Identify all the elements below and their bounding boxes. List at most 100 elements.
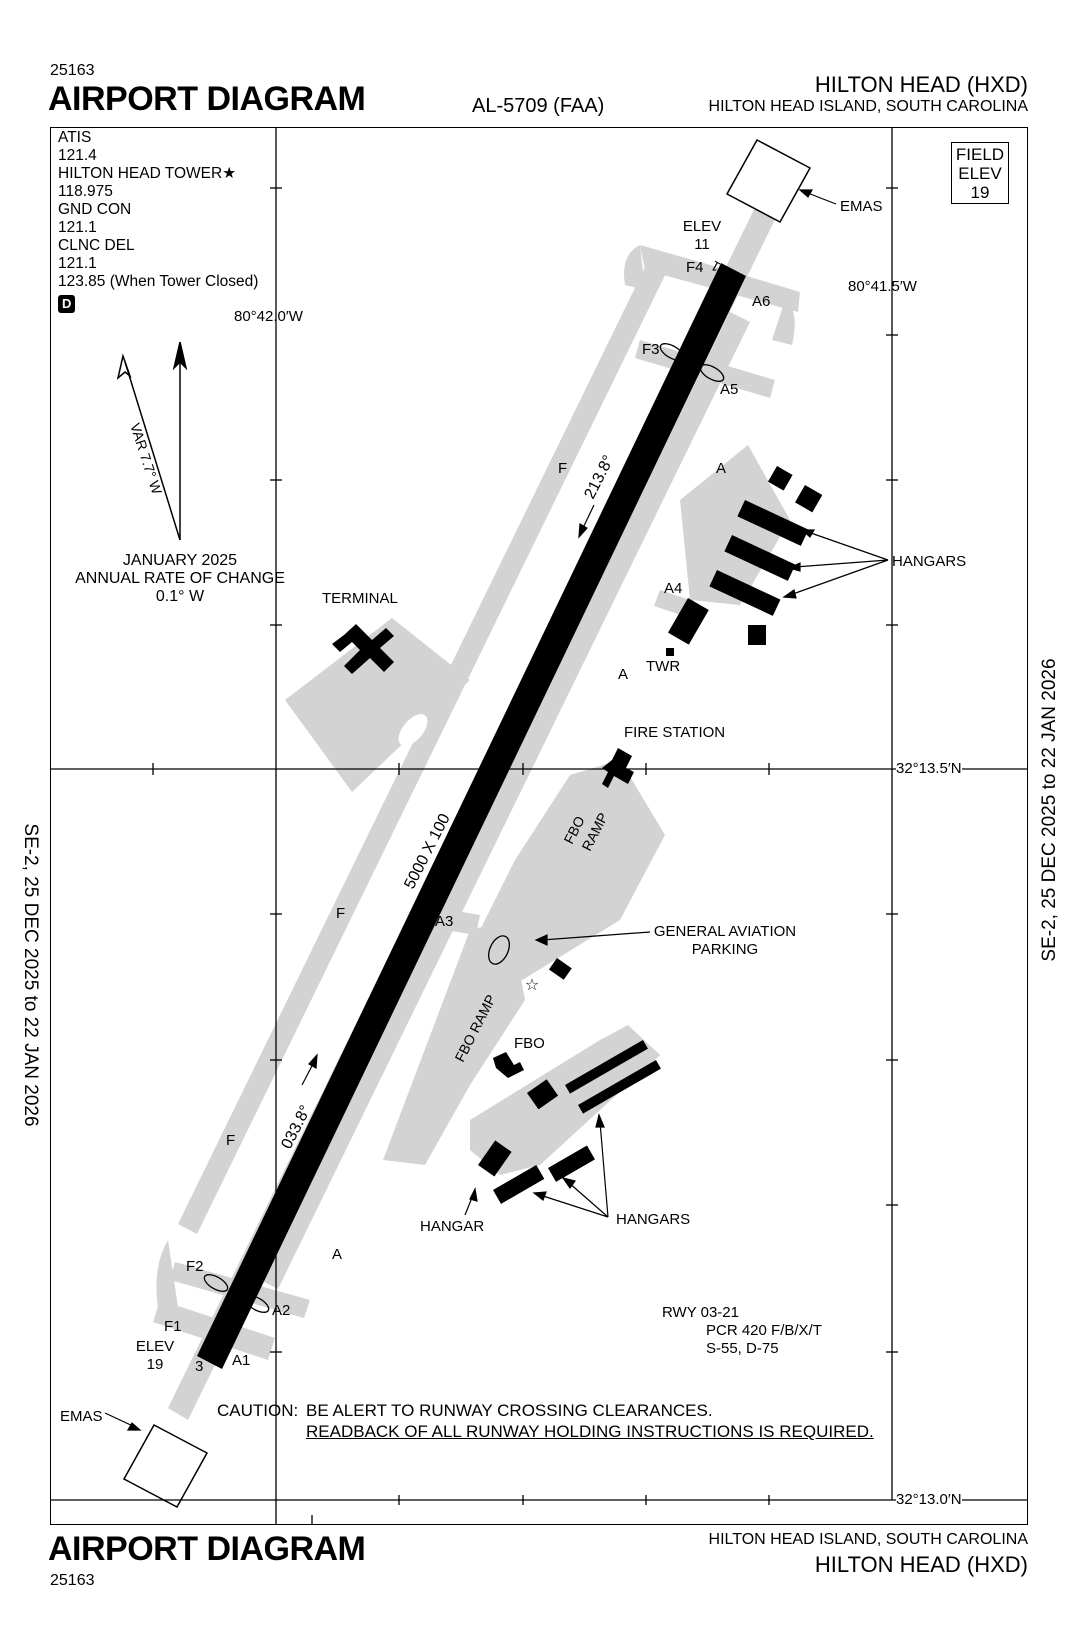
building-n1: [768, 466, 793, 491]
runway-end-3: 3: [195, 1358, 204, 1375]
taxiway-f4-curve: [624, 245, 645, 290]
effective-dates-left: SE-2, 25 DEC 2025 to 22 JAN 2026: [20, 823, 41, 1127]
taxiway-label-a5: A5: [720, 381, 739, 398]
magnetic-north-line: [124, 361, 181, 541]
taxiway-label-a4: A4: [664, 580, 683, 597]
taxiway-f3-a5: [635, 340, 775, 398]
fire-station-building: [602, 748, 634, 788]
hold-a5: [699, 364, 725, 382]
hangar-s4: [493, 1165, 545, 1204]
building-ga: [548, 958, 572, 980]
emas-label-south: EMAS: [60, 1408, 103, 1425]
airport-name-top: HILTON HEAD (HXD): [814, 72, 1028, 97]
hangars-label-north: HANGARS: [892, 553, 967, 570]
epoch-line: ANNUAL RATE OF CHANGE: [75, 570, 285, 587]
hangar-s3: [478, 1140, 512, 1177]
taxiway-label-f1: F1: [164, 1318, 182, 1335]
terminal-island: [398, 714, 428, 746]
runway-end-ne-elev: ELEV 11: [682, 218, 722, 254]
hangar-s1: [565, 1040, 648, 1094]
taxiway-label-a1: A1: [232, 1352, 251, 1369]
pcr-block: RWY 03-21 PCR 420 F/B/X/T S-55, D-75: [662, 1304, 822, 1358]
taxiway-a: [258, 312, 750, 1289]
ga-line: PARKING: [691, 941, 759, 958]
chart-number-top: 25163: [50, 62, 95, 79]
taxiway-label-f4: F4: [686, 259, 704, 276]
freq-line: 121.4: [58, 147, 97, 164]
hangar-n1: [737, 500, 809, 546]
freq-line: 123.85 (When Tower Closed): [58, 273, 259, 290]
taxiway-f1-curve: [156, 1240, 180, 1320]
heading-sw-arrow-icon: [578, 523, 588, 539]
hangars-s-arrow1-icon: [595, 1113, 605, 1128]
hangar-n2: [724, 535, 796, 581]
hangar-label-south: HANGAR: [420, 1218, 485, 1235]
building-sq: [748, 625, 766, 645]
taxiway-a4: [654, 590, 690, 616]
elev-value: 19: [146, 1356, 164, 1373]
terminal-building: [332, 624, 394, 674]
field-elev-value: 19: [970, 183, 990, 202]
ga-parking-label: GENERAL AVIATION PARKING: [640, 923, 810, 959]
epoch-line: 0.1° W: [155, 588, 205, 605]
emas-south-arrow-icon: [126, 1422, 142, 1431]
hold-a2: [244, 1295, 270, 1313]
hangar-s2: [578, 1060, 661, 1114]
effective-dates-right: SE-2, 25 DEC 2025 to 22 JAN 2026: [1039, 658, 1060, 962]
hangars-s-arrow3-icon: [532, 1191, 547, 1201]
fbo-label: FBO: [514, 1035, 545, 1052]
taxiway-label-a-south: A: [332, 1246, 343, 1263]
runway-end-sw-elev: ELEV 19: [135, 1338, 175, 1374]
taxiway-label-f3: F3: [642, 341, 660, 358]
ga-arrow-icon: [534, 934, 548, 946]
epoch-line: JANUARY 2025: [122, 552, 238, 569]
fbo-ramp-south: [383, 920, 525, 1165]
emas-north-arrow-icon: [798, 189, 814, 198]
freq-line: CLNC DEL: [58, 237, 135, 254]
field-elev-line2: ELEV: [958, 164, 1002, 183]
hold-f3: [659, 343, 685, 361]
emas-north: [725, 138, 812, 224]
emas-south: [122, 1423, 209, 1509]
pcr-line: RWY 03-21: [662, 1304, 739, 1321]
emas-label-north: EMAS: [840, 198, 883, 215]
runway-end-21: 21: [708, 258, 730, 280]
hangar-s5: [548, 1145, 595, 1182]
pcr-line: S-55, D-75: [706, 1340, 779, 1357]
elev-label: ELEV: [135, 1338, 175, 1355]
airport-location-top: HILTON HEAD ISLAND, SOUTH CAROLINA: [708, 98, 1028, 115]
elev-label: ELEV: [682, 218, 722, 235]
freq-line: 118.975: [58, 183, 113, 200]
terminal-apron: [285, 618, 470, 792]
diagram-frame: [50, 127, 1028, 1525]
ga-parking-ellipse: [488, 935, 510, 965]
taxiway-label-f-north: F: [558, 460, 568, 477]
south-hangar-apron: [470, 1035, 660, 1175]
runway-03-21: [197, 263, 746, 1369]
elev-value: 11: [694, 236, 710, 253]
magnetic-north-arrow-icon: [116, 353, 132, 381]
taxiway-label-f-mid: F: [336, 905, 346, 922]
procedure-id: AL-5709 (FAA): [472, 95, 605, 117]
datalink-badge: D: [58, 295, 76, 313]
hangars-arrow1-icon: [800, 529, 816, 538]
hangar-arrow-icon: [469, 1187, 478, 1202]
taxiway-label-f2: F2: [186, 1258, 204, 1275]
lon-east-label: 80°41.5′W: [848, 278, 917, 295]
airport-name-bottom: HILTON HEAD (HXD): [814, 1552, 1028, 1577]
tower-label: TWR: [646, 658, 681, 675]
taxiway-label-a6: A6: [752, 293, 771, 310]
tower-star-icon: ☆: [525, 977, 539, 994]
hangars-label-south: HANGARS: [616, 1211, 691, 1228]
hold-f2: [203, 1274, 229, 1292]
caution-prefix: CAUTION:: [217, 1401, 299, 1420]
hangars-arrow2-icon: [787, 562, 801, 572]
var-label: VAR 7.7° W: [127, 421, 165, 497]
chart-title-bottom: AIRPORT DIAGRAM: [48, 1530, 366, 1568]
fbo-ramp-east: [480, 760, 665, 1000]
caution-line-1: BE ALERT TO RUNWAY CROSSING CLEARANCES.: [306, 1401, 713, 1420]
terminal-label: TERMINAL: [322, 590, 398, 607]
true-north-arrow-icon: [172, 341, 188, 371]
lon-west-label: 80°42.0′W: [234, 308, 303, 325]
